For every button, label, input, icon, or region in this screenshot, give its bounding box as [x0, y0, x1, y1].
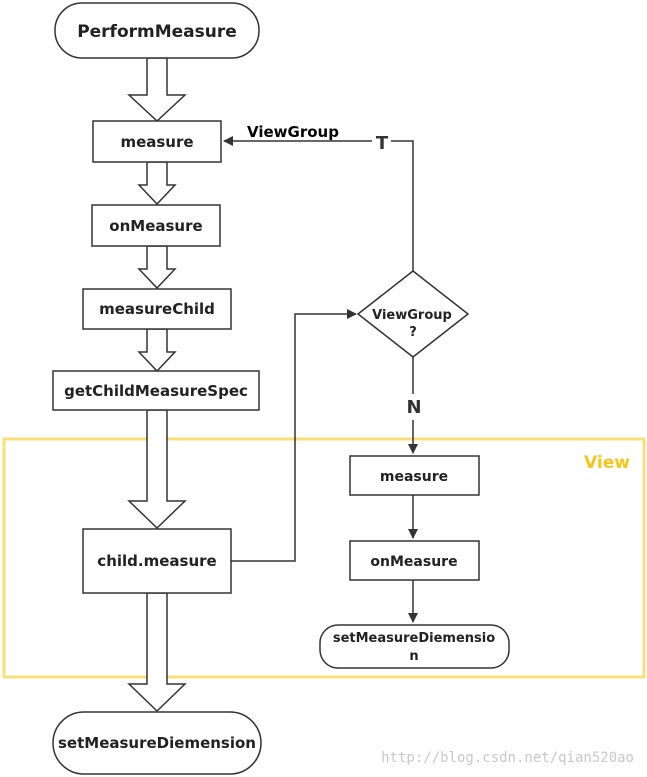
child-measure-box-label: child.measure	[97, 552, 216, 570]
false-branch-label: N	[406, 397, 421, 418]
onmeasure-box-label: onMeasure	[109, 217, 202, 235]
start-node	[54, 2, 260, 59]
true-branch-label: T	[376, 133, 389, 154]
view-measure-box-label: measure	[380, 469, 448, 485]
block-arrow-5	[127, 409, 187, 530]
view-region-title: View	[584, 453, 630, 473]
end-node	[52, 711, 262, 775]
view-onmeasure-box	[349, 540, 480, 581]
block-arrow-6	[127, 592, 187, 713]
start-node-label: PerformMeasure	[77, 22, 237, 42]
measure-box-label: measure	[120, 133, 193, 151]
view-measure-box	[349, 455, 480, 496]
true-target-label: ViewGroup	[247, 123, 339, 141]
end-node-label: setMeasureDiemension	[58, 734, 256, 752]
block-arrow-3	[137, 245, 177, 290]
connector-child-to-decision	[231, 309, 357, 562]
measurechild-box	[82, 288, 232, 330]
getchildmeasurespec-box	[52, 370, 260, 411]
decision-label-line1: ViewGroup	[372, 308, 452, 323]
onmeasure-box	[91, 204, 221, 247]
getchildmeasurespec-box-label: getChildMeasureSpec	[64, 382, 248, 400]
view-end-node	[319, 624, 510, 669]
view-end-node-line1: setMeasureDiemensio	[333, 631, 495, 646]
measure-box	[92, 120, 222, 163]
decision-label-line2: ?	[409, 325, 417, 340]
connector-true-branch	[391, 140, 414, 271]
measurechild-box-label: measureChild	[99, 300, 215, 318]
view-onmeasure-box-label: onMeasure	[370, 554, 457, 570]
block-arrow-4	[137, 328, 177, 373]
block-arrow-2	[137, 161, 177, 206]
block-arrow-1	[127, 57, 187, 123]
view-region	[2, 437, 646, 679]
watermark-text: http://blog.csdn.net/qian520ao	[381, 750, 634, 766]
view-end-node-line2: n	[409, 649, 418, 664]
child-measure-box	[82, 528, 232, 594]
